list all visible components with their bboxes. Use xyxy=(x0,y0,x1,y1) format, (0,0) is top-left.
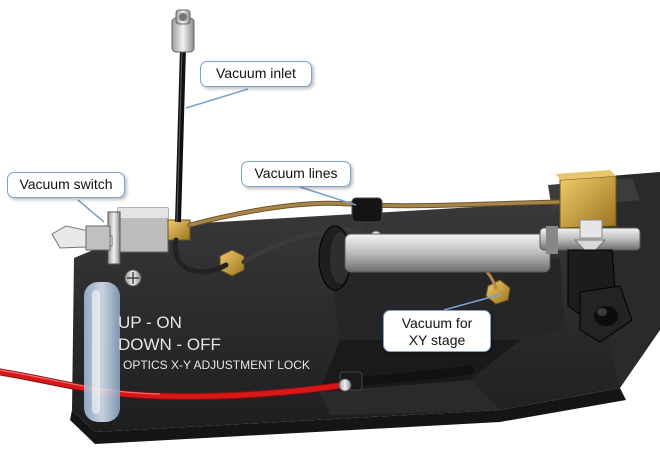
red-cable xyxy=(0,368,354,400)
black-cable xyxy=(345,365,475,387)
translucent-tube xyxy=(84,282,120,422)
callout-vacuum-switch: Vacuum switch xyxy=(7,172,125,198)
label-xy-lock: OPTICS X-Y ADJUSTMENT LOCK xyxy=(123,358,310,372)
callout-vacuum-xy-line1: Vacuum for xyxy=(401,315,473,331)
vacuum-line-tan xyxy=(187,199,563,228)
brass-block xyxy=(556,170,617,257)
callout-vacuum-inlet: Vacuum inlet xyxy=(200,61,312,87)
callout-vacuum-lines: Vacuum lines xyxy=(241,161,351,187)
leader-lines xyxy=(77,88,503,311)
callout-vacuum-inlet-text: Vacuum inlet xyxy=(216,65,296,81)
callout-vacuum-xy-stage: Vacuum for XY stage xyxy=(383,310,491,352)
label-down-off: DOWN - OFF xyxy=(118,335,221,354)
callout-vacuum-xy-line2: XY stage xyxy=(408,332,466,348)
vacuum-inlet-rod xyxy=(171,9,195,223)
long-rod xyxy=(344,226,641,273)
xy-lock-mechanism xyxy=(567,249,633,343)
line-clip xyxy=(351,197,383,223)
brass-fitting xyxy=(167,219,191,241)
brass-fitting xyxy=(485,279,511,305)
screw xyxy=(124,269,142,287)
callout-vacuum-lines-text: Vacuum lines xyxy=(254,165,338,181)
screw xyxy=(338,378,352,392)
brass-fitting xyxy=(219,249,245,277)
vacuum-switch xyxy=(51,207,169,265)
callout-vacuum-switch-text: Vacuum switch xyxy=(19,176,113,192)
label-up-on: UP - ON xyxy=(118,313,182,332)
